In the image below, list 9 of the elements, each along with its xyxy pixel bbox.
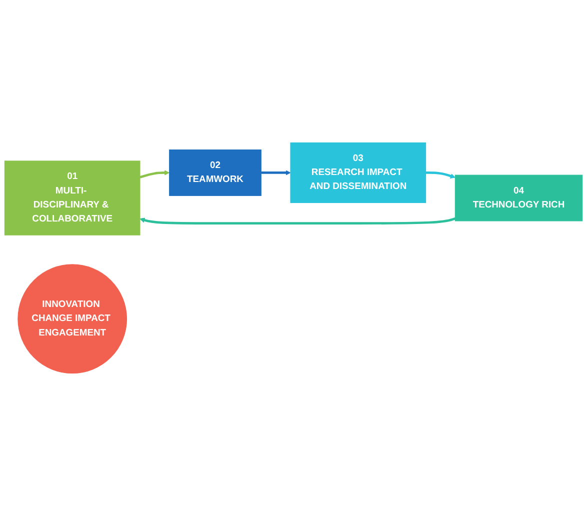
node-box: 02 TEAMWORK bbox=[169, 150, 262, 196]
node-circle: INNOVATION CHANGE IMPACT ENGAGEMENT bbox=[18, 264, 128, 374]
arrow bbox=[140, 217, 456, 224]
arrow bbox=[426, 172, 456, 178]
node-box: 01 MULTI- DISCIPLINARY & COLLABORATIVE bbox=[4, 160, 140, 236]
arrow bbox=[140, 170, 170, 178]
node-box: 03 RESEARCH IMPACT AND DISSEMINATION bbox=[290, 142, 426, 204]
arrow bbox=[261, 170, 291, 176]
node-box: 04 TECHNOLOGY RICH bbox=[454, 174, 583, 222]
